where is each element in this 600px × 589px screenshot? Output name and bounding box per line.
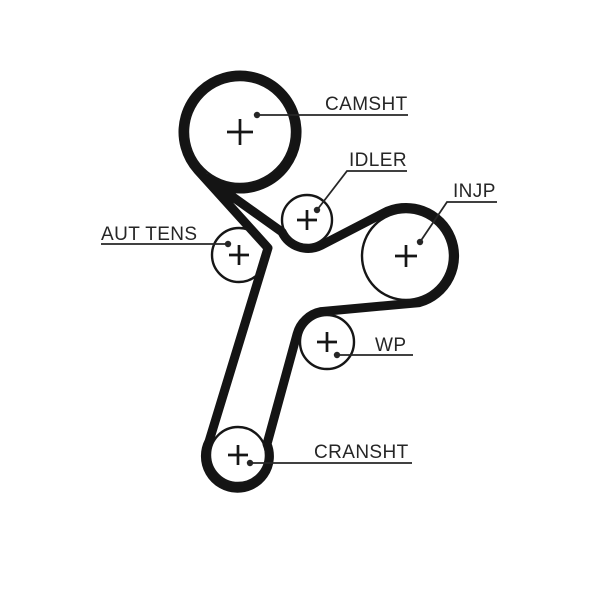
camsht-leader-dot <box>253 111 261 119</box>
wp-cross-icon <box>317 332 337 352</box>
aut-tens-pulley <box>210 226 268 284</box>
aut-tens-cross-icon <box>229 245 249 265</box>
idler-label: IDLER <box>349 150 407 171</box>
cransht-label: CRANSHT <box>314 442 409 463</box>
idler-cross-icon <box>297 210 317 230</box>
injp-cross-icon <box>395 245 417 267</box>
aut-tens-leader-dot <box>224 240 232 248</box>
idler-leader-dot <box>313 206 321 214</box>
injp-leader-dot <box>416 238 424 246</box>
idler-pulley <box>280 193 334 247</box>
timing-belt-path <box>178 70 460 493</box>
cransht-leader-dot <box>246 459 254 467</box>
cransht-cross-icon <box>228 445 248 465</box>
injp-label: INJP <box>453 181 496 202</box>
camsht-cross-icon <box>227 119 253 145</box>
camsht-label: CAMSHT <box>325 94 408 115</box>
injp-leader-line <box>419 201 497 243</box>
idler-leader-line <box>316 170 407 211</box>
camsht-pulley <box>186 78 294 186</box>
aut-tens-label: AUT TENS <box>101 224 197 245</box>
injp-pulley <box>360 210 452 302</box>
wp-label: WP <box>375 335 406 356</box>
wp-leader-dot <box>333 351 341 359</box>
wp-pulley <box>298 313 356 371</box>
cransht-pulley <box>208 425 268 485</box>
